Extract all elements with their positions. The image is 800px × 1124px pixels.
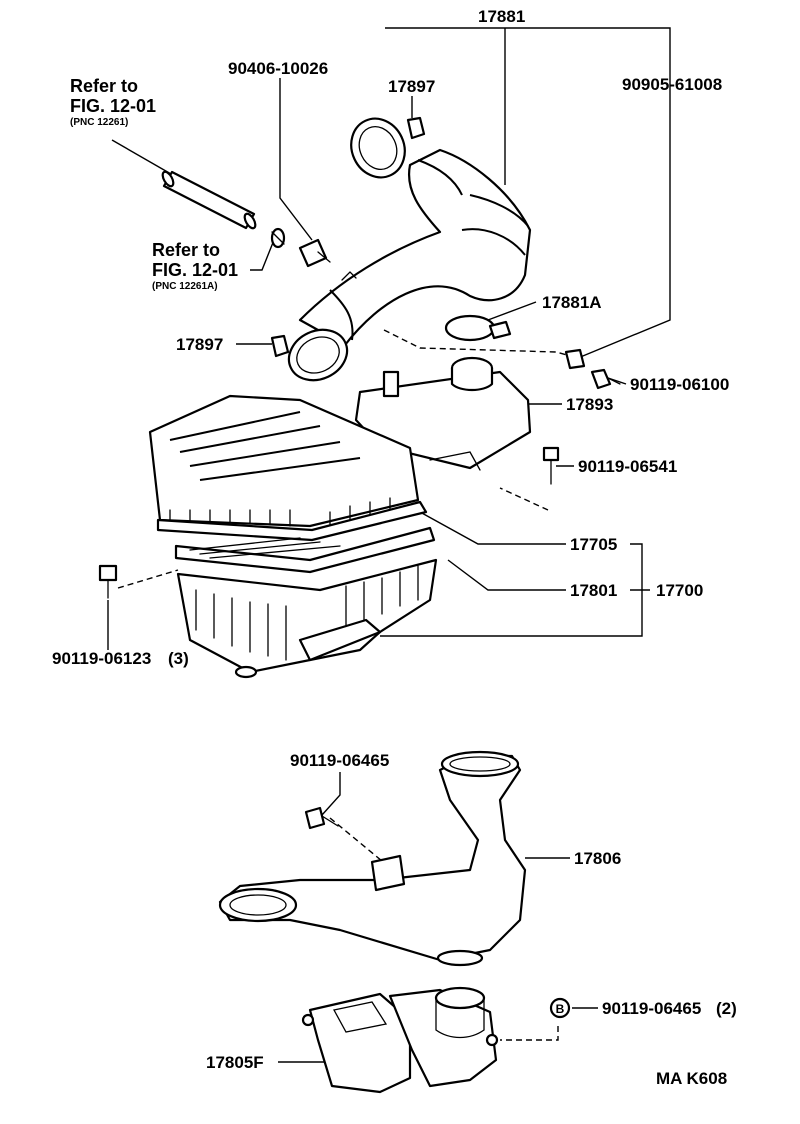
label-90119-06123: 90119-06123 xyxy=(52,649,151,668)
label-90905-61008: 90905-61008 xyxy=(622,75,722,94)
bolt-90905 xyxy=(564,348,586,370)
bolt-90119-06100 xyxy=(590,368,621,390)
screw-90406 xyxy=(298,238,331,268)
inlet-duct xyxy=(218,750,527,967)
label-90119-06465-top: 90119-06465 xyxy=(290,751,389,770)
bolt-90119-06541 xyxy=(542,446,560,485)
ref1-pnc: (PNC 12261) xyxy=(70,117,128,128)
clamp-17881A xyxy=(444,314,512,342)
labels: 17881 90406-10026 17897 90905-61008 Refe… xyxy=(52,7,737,1088)
duct-bracket xyxy=(301,986,499,1094)
leader-lines xyxy=(107,27,671,1063)
air-cleaner-case xyxy=(176,558,438,679)
callout-b-icon: B xyxy=(549,997,571,1019)
callout-b-letter: B xyxy=(556,1002,565,1016)
label-90119-06541: 90119-06541 xyxy=(578,457,677,476)
label-90119-06465-bottom: 90119-06465 xyxy=(602,999,701,1018)
label-17893: 17893 xyxy=(566,395,613,414)
clamp-17897-left xyxy=(270,334,290,358)
bolt-90119-06123 xyxy=(98,564,118,599)
label-90406-10026: 90406-10026 xyxy=(228,59,328,78)
label-17881A: 17881A xyxy=(542,293,602,312)
vacuum-hose xyxy=(161,170,257,230)
label-90119-06465-bottom-qty: (2) xyxy=(716,999,737,1018)
label-17881: 17881 xyxy=(478,7,525,26)
diagram-code: MA K608 xyxy=(656,1069,727,1088)
intake-hose xyxy=(287,117,532,382)
label-17806: 17806 xyxy=(574,849,621,868)
ref1-line2: FIG. 12-01 xyxy=(70,96,156,116)
clamp-17897-top xyxy=(406,116,426,140)
ref2-pnc: (PNC 12261A) xyxy=(152,281,218,292)
label-17801: 17801 xyxy=(570,581,617,600)
air-filter-element xyxy=(174,526,436,574)
label-17805F: 17805F xyxy=(206,1053,264,1072)
hose-clip xyxy=(270,227,286,249)
air-cleaner-cap xyxy=(148,394,428,542)
label-17897-top: 17897 xyxy=(388,77,435,96)
label-90119-06123-qty: (3) xyxy=(168,649,189,668)
label-17700: 17700 xyxy=(656,581,703,600)
screw-90119-06465-top xyxy=(304,806,339,830)
ref2-line1: Refer to xyxy=(152,240,220,260)
label-17897-left: 17897 xyxy=(176,335,223,354)
label-90119-06100: 90119-06100 xyxy=(630,375,729,394)
ref2-line2: FIG. 12-01 xyxy=(152,260,238,280)
label-17705: 17705 xyxy=(570,535,617,554)
dashed-guides xyxy=(117,329,579,1041)
ref1-line1: Refer to xyxy=(70,76,138,96)
